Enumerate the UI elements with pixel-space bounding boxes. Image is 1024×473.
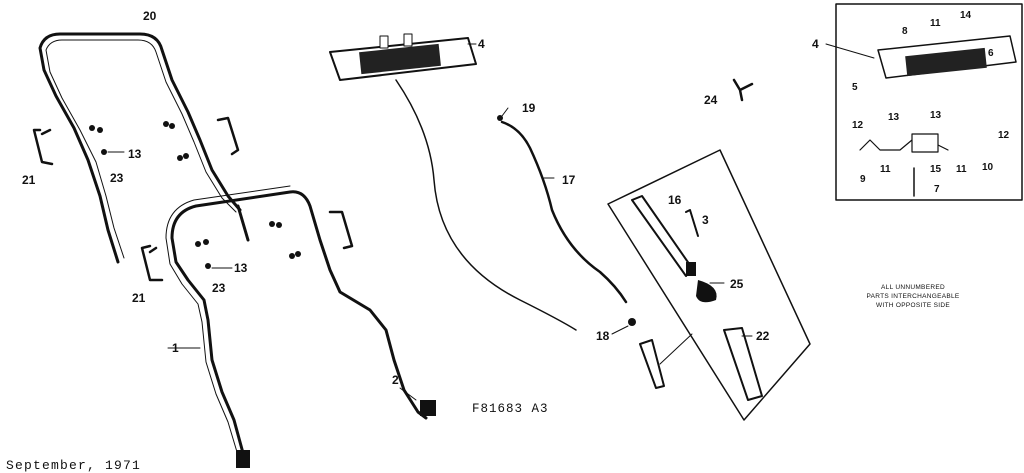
spring-clip bbox=[732, 78, 754, 102]
label-inset-11-right: 11 bbox=[956, 164, 967, 175]
hardware-dots bbox=[89, 121, 301, 269]
document-date: September, 1971 bbox=[6, 458, 142, 473]
label-bracket: 22 bbox=[756, 329, 770, 343]
nut bbox=[628, 318, 636, 326]
clamp-lower-left bbox=[140, 244, 164, 282]
detail-box bbox=[607, 149, 811, 421]
label-inset-13-right: 13 bbox=[930, 110, 942, 121]
clamp-upper-left bbox=[32, 128, 54, 166]
label-inset-15: 15 bbox=[930, 164, 942, 175]
label-inset-12-right: 12 bbox=[998, 130, 1010, 141]
control-cable bbox=[500, 120, 628, 304]
label-control-cable: 17 bbox=[562, 173, 576, 187]
clamp-upper-right bbox=[216, 116, 240, 156]
label-clamp-left-upper: 21 bbox=[22, 173, 36, 187]
label-spring-clip: 24 bbox=[704, 93, 718, 107]
label-inset-5: 5 bbox=[852, 82, 858, 93]
note-line-3: WITH OPPOSITE SIDE bbox=[875, 302, 951, 309]
label-inset-6: 6 bbox=[988, 48, 994, 59]
label-inset-11-top: 11 bbox=[930, 18, 941, 29]
label-control-panel: 4 bbox=[478, 37, 485, 51]
label-inset-13-left: 13 bbox=[888, 112, 900, 123]
label-inset-panel: 4 bbox=[812, 37, 819, 51]
label-inset-8: 8 bbox=[902, 26, 908, 37]
label-clamp-left-lower: 21 bbox=[132, 291, 146, 305]
lower-handle bbox=[165, 185, 436, 468]
label-inset-14: 14 bbox=[960, 10, 972, 21]
label-cable-clip: 19 bbox=[522, 101, 536, 115]
cable-clip bbox=[497, 115, 503, 121]
label-bottom-screw: 2 bbox=[392, 373, 399, 387]
label-spring: 25 bbox=[730, 277, 744, 291]
label-inset-12-left: 12 bbox=[852, 120, 864, 131]
label-lower-handle: 1 bbox=[172, 341, 179, 355]
label-nut: 18 bbox=[596, 329, 610, 343]
control-panel bbox=[329, 33, 477, 81]
clamp-lower-right bbox=[328, 210, 354, 250]
label-rod: 16 bbox=[668, 193, 682, 207]
drawing-number: F81683 A3 bbox=[472, 402, 549, 416]
label-bolt-lower: 23 bbox=[212, 281, 226, 295]
label-inset-11-left: 11 bbox=[880, 164, 891, 175]
inset-box bbox=[835, 3, 1023, 201]
leader-lines bbox=[107, 43, 875, 401]
label-bolt-upper: 23 bbox=[110, 171, 124, 185]
label-upper-handle: 20 bbox=[143, 9, 157, 23]
label-screw-3: 3 bbox=[702, 213, 709, 227]
note-line-2: PARTS INTERCHANGEABLE bbox=[866, 293, 960, 300]
interchangeable-note: ALL UNNUMBERED PARTS INTERCHANGEABLE WIT… bbox=[838, 283, 988, 310]
label-knob-lower: 13 bbox=[234, 261, 248, 275]
label-inset-9: 9 bbox=[860, 174, 866, 185]
label-inset-10: 10 bbox=[982, 162, 994, 173]
control-cable-wire bbox=[395, 79, 577, 331]
upper-handle bbox=[38, 32, 250, 264]
label-inset-7: 7 bbox=[934, 184, 940, 195]
label-knob-upper: 13 bbox=[128, 147, 142, 161]
note-line-1: ALL UNNUMBERED bbox=[881, 284, 945, 291]
